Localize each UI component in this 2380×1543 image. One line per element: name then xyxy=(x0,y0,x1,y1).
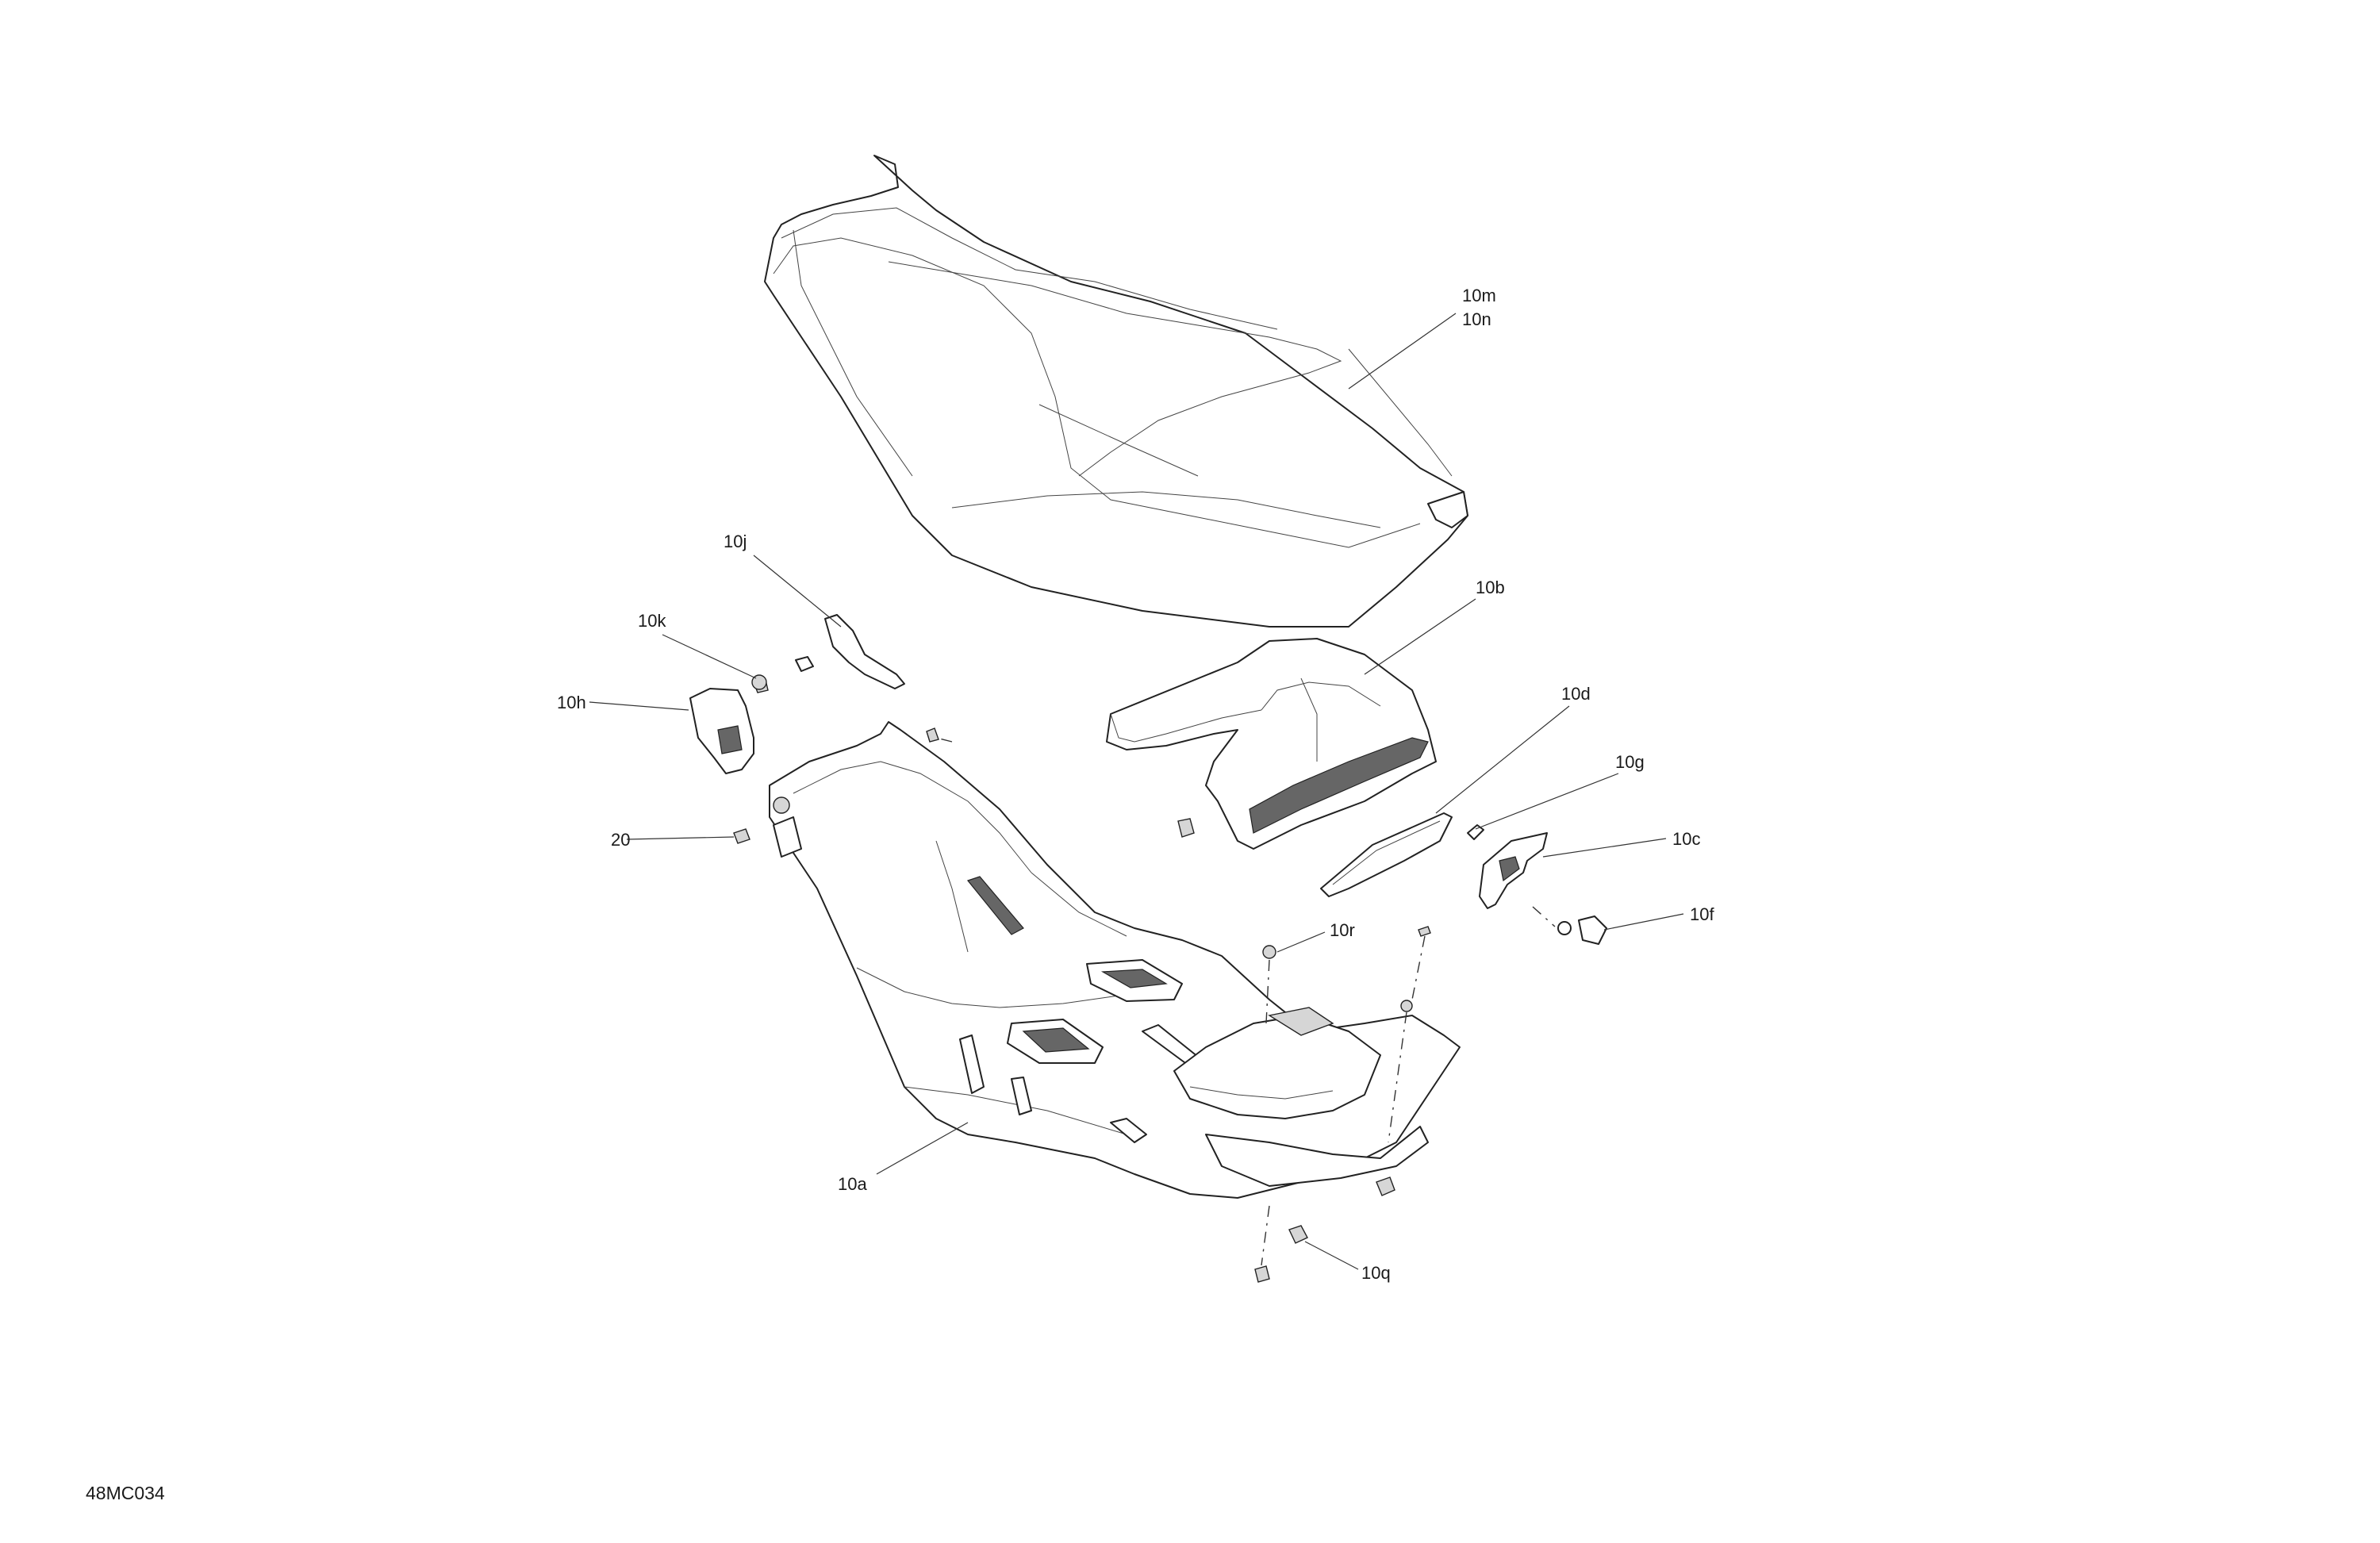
drawing-code: 48MC034 xyxy=(86,1483,165,1503)
seat-base-part xyxy=(769,721,1461,1199)
fastener-bottom xyxy=(1254,1265,1270,1283)
callout-10g: 10g xyxy=(1615,752,1645,772)
bracket-10j-part xyxy=(795,614,905,689)
fastener-10k xyxy=(751,674,767,690)
bracket-10h-part xyxy=(689,679,769,774)
callout-10b: 10b xyxy=(1476,578,1505,597)
seat-part xyxy=(764,155,1468,628)
callout-10k: 10k xyxy=(638,611,666,631)
callout-10r: 10r xyxy=(1330,920,1355,940)
pin-top xyxy=(1418,926,1431,937)
fastener-20 xyxy=(733,828,750,844)
callout-10m: 10m xyxy=(1462,286,1496,305)
leader-lines xyxy=(589,313,1684,1270)
seat-panel-part xyxy=(1106,638,1437,850)
callout-labels: 10m 10n 10j 10b 10k 10h 10d 10g 20 10c 1… xyxy=(557,286,1714,1283)
callout-10n: 10n xyxy=(1462,309,1491,329)
callout-10a: 10a xyxy=(838,1174,867,1194)
fastener-top xyxy=(926,727,939,743)
callout-10j: 10j xyxy=(724,532,747,551)
fastener-10r xyxy=(1262,945,1276,959)
fastener-bolt xyxy=(1376,1176,1395,1196)
fasteners xyxy=(733,674,1431,1283)
callout-10c: 10c xyxy=(1672,829,1700,849)
callout-10h: 10h xyxy=(557,693,586,712)
latch-part xyxy=(1467,824,1607,945)
callout-10f: 10f xyxy=(1690,904,1714,924)
assembly-lines xyxy=(935,737,1426,1266)
callout-10d: 10d xyxy=(1561,684,1591,704)
fastener-10q xyxy=(1288,1225,1308,1244)
fastener-right xyxy=(1400,1000,1413,1012)
callout-20: 20 xyxy=(611,830,630,850)
callout-10q: 10q xyxy=(1361,1263,1391,1283)
cover-plate-part xyxy=(1320,812,1453,897)
